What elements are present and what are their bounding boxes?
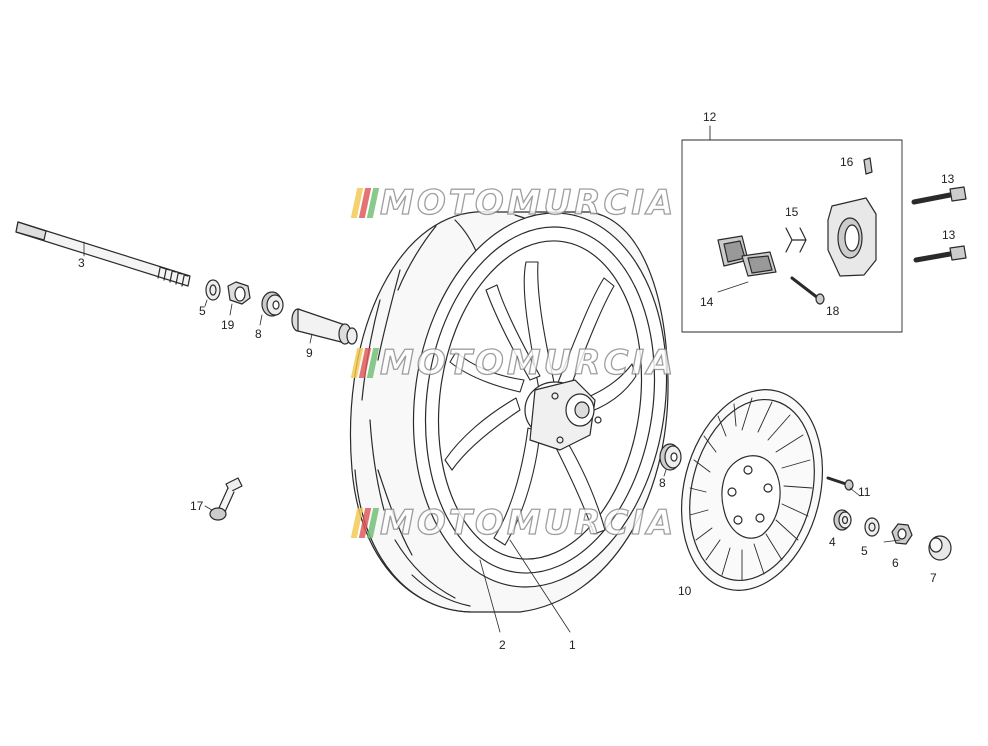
washer-right-part — [864, 517, 880, 537]
callout-13-lower: 13 — [942, 228, 956, 242]
callout-1: 1 — [569, 638, 576, 652]
watermark-text: MOTOMURCIA — [379, 343, 677, 383]
cap-nut-part — [928, 535, 952, 561]
callout-13-upper: 13 — [941, 172, 955, 186]
bearing-right-part — [659, 443, 682, 477]
callout-8-left: 8 — [255, 327, 262, 341]
callout-18: 18 — [826, 304, 840, 318]
caliper-bolt-lower-part — [913, 245, 967, 263]
callout-2: 2 — [499, 638, 506, 652]
brake-caliper-group — [681, 125, 903, 333]
brake-disc-part — [680, 389, 824, 591]
callout-12: 12 — [703, 110, 717, 124]
axle-part — [15, 221, 191, 287]
spacer-nut-part — [227, 281, 251, 316]
callout-3: 3 — [78, 256, 85, 270]
watermark-text: MOTOMURCIA — [379, 183, 677, 223]
watermark-logo-middle: MOTOMURCIA — [350, 343, 677, 383]
callout-17: 17 — [190, 499, 204, 513]
callout-14: 14 — [700, 295, 714, 309]
callout-9: 9 — [306, 346, 313, 360]
hub-spacer-part — [291, 308, 358, 345]
callout-5-left: 5 — [199, 304, 206, 318]
callout-7: 7 — [930, 571, 937, 585]
callout-10: 10 — [678, 584, 692, 598]
callout-19: 19 — [221, 318, 235, 332]
tyre-valve-part — [204, 477, 243, 521]
watermark-logo-bottom: MOTOMURCIA — [350, 503, 677, 543]
callout-8-right: 8 — [659, 476, 666, 490]
callout-11: 11 — [858, 485, 871, 499]
callout-15: 15 — [785, 205, 799, 219]
caliper-bolt-upper-part — [911, 186, 967, 205]
callout-6: 6 — [892, 556, 899, 570]
front-wheel-part — [349, 211, 669, 613]
bearing-left-part — [259, 291, 284, 326]
disc-bolt-part — [826, 476, 854, 491]
watermark-logo-top: MOTOMURCIA — [350, 183, 677, 223]
callout-16: 16 — [840, 155, 854, 169]
axle-nut-part — [891, 523, 913, 545]
spacer-washer-part — [833, 509, 852, 531]
washer-left-part — [204, 279, 221, 307]
callout-4: 4 — [829, 535, 836, 549]
callout-5-right: 5 — [861, 544, 868, 558]
watermark-text: MOTOMURCIA — [379, 503, 677, 543]
callout-leaders — [479, 487, 901, 633]
